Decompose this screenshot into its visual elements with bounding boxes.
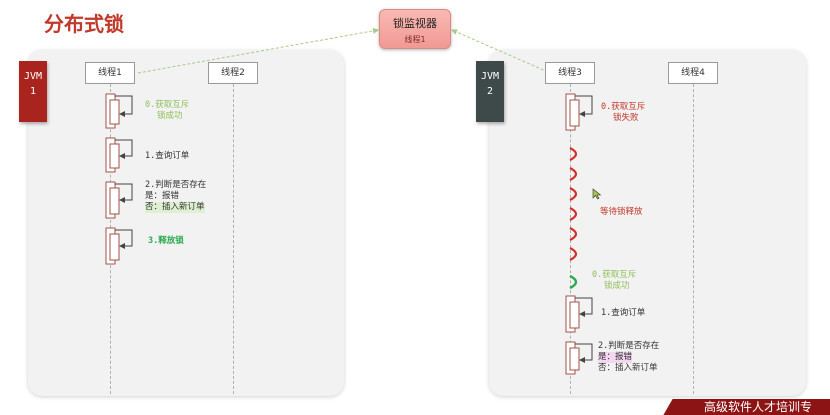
t3-step0-label: 0.获取互斥 锁失败 — [601, 102, 645, 124]
jvm1-tag-label: JVM — [23, 71, 43, 82]
t1-step0-line2: 锁成功 — [157, 111, 183, 121]
t1-step2-line3: 否：插入新订单 — [145, 202, 205, 213]
thread2-lifeline — [233, 84, 234, 394]
t1-step3-label: 3.释放锁 — [148, 236, 184, 246]
t3-step0b-line2: 锁成功 — [604, 281, 630, 291]
t3-step2-line3: 否：插入新订单 — [598, 363, 658, 373]
lock-monitor-holder: 线程1 — [404, 35, 426, 44]
t1-step2-line2: 是：报错 — [145, 191, 180, 201]
t1-step0-label: 0.获取互斥 锁成功 — [145, 100, 189, 122]
t1-step2-line1: 2.判断是否存在 — [145, 180, 207, 190]
t3-step0b-label: 0.获取互斥 锁成功 — [592, 270, 636, 292]
jvm2-tag-number: 2 — [486, 86, 494, 97]
jvm1-tag: JVM 1 — [19, 61, 47, 122]
t3-step2-label: 2.判断是否存在 是：报错 否：插入新订单 — [598, 341, 659, 374]
lock-monitor-title: 锁监视器 — [393, 17, 437, 30]
jvm2-tag: JVM 2 — [476, 61, 504, 122]
t1-step2-label: 2.判断是否存在 是：报错 否：插入新订单 — [145, 180, 206, 213]
wait-spiral — [569, 147, 578, 261]
lock-monitor: 锁监视器 线程1 — [379, 9, 451, 49]
t1-step0-line1: 0.获取互斥 — [145, 100, 190, 110]
thread2-header: 线程2 — [208, 62, 258, 84]
t1-step1-label: 1.查询订单 — [145, 151, 190, 161]
t3-step0b-line1: 0.获取互斥 — [592, 270, 637, 280]
thread4-header: 线程4 — [668, 62, 718, 84]
jvm2-panel — [489, 50, 806, 396]
jvm2-tag-label: JVM — [480, 71, 500, 82]
footer-banner: 高级软件人才培训专 — [704, 400, 813, 414]
thread4-lifeline — [693, 84, 694, 394]
mouse-cursor-icon — [592, 188, 602, 200]
t3-step2-line2: 是：报错 — [598, 352, 633, 363]
jvm1-activations — [105, 93, 133, 265]
page-title: 分布式锁 — [44, 12, 124, 36]
jvm2-activations — [565, 93, 593, 375]
acquire-arc — [569, 274, 578, 290]
jvm1-tag-number: 1 — [29, 86, 37, 97]
t3-wait-label: 等待锁释放 — [600, 207, 643, 217]
t3-step2-line1: 2.判断是否存在 — [598, 341, 660, 351]
jvm1-panel — [28, 50, 344, 396]
t3-step0-line2: 锁失败 — [613, 113, 639, 123]
t3-step0-line1: 0.获取互斥 — [601, 102, 646, 112]
thread1-header: 线程1 — [85, 62, 135, 84]
t3-step1-label: 1.查询订单 — [601, 308, 646, 318]
thread3-header: 线程3 — [545, 62, 595, 84]
